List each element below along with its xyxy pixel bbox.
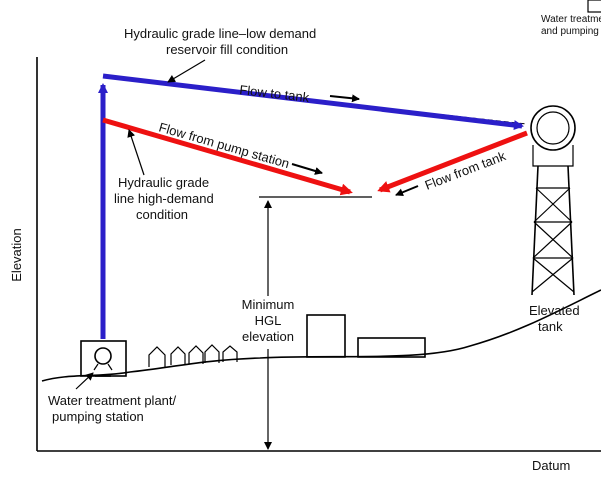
plant-pointer xyxy=(75,372,94,390)
hgl-low-label-line-2: reservoir fill condition xyxy=(166,42,288,57)
hgl-high-label-line-1: Hydraulic grade xyxy=(118,175,209,190)
flow-to-tank-label: Flow to tank xyxy=(239,82,311,105)
corner-note-line-1: Water treatme xyxy=(541,14,601,25)
hgl-high-label-line-3: condition xyxy=(136,207,188,222)
corner-box xyxy=(587,0,601,13)
hgl-high-demand-tank-line xyxy=(377,130,528,193)
low-building xyxy=(357,337,426,358)
treatment-plant xyxy=(80,340,127,377)
plant-label-line-1: Water treatment plant/ xyxy=(48,393,177,408)
ground-profile xyxy=(41,289,601,382)
corner-legend: Water treatme and pumping s xyxy=(541,0,601,37)
houses xyxy=(148,344,238,367)
hgl-high-pointer xyxy=(127,129,145,176)
min-hgl-label-line-3: elevation xyxy=(242,329,294,344)
flow-from-pump-arrow xyxy=(291,163,323,175)
min-hgl-label-line-1: Minimum xyxy=(242,297,295,312)
x-axis-label: Datum xyxy=(532,458,570,473)
hgl-low-demand-line xyxy=(102,73,524,131)
hgl-high-label-line-2: line high-demand xyxy=(114,191,214,206)
pump-icon xyxy=(94,347,112,365)
flow-to-tank-arrow xyxy=(329,94,360,103)
y-axis-label: Elevation xyxy=(9,228,24,281)
min-hgl-label-line-2: HGL xyxy=(255,313,282,328)
plant-label-line-2: pumping station xyxy=(52,409,144,424)
tank-label-line-1: Elevated xyxy=(529,303,580,318)
hgl-high-demand-pump-line xyxy=(102,117,353,196)
hgl-low-pointer xyxy=(167,59,206,83)
flow-from-pump-label: Flow from pump station xyxy=(157,119,291,171)
elevated-tank xyxy=(530,105,576,296)
tank-sphere xyxy=(530,105,576,151)
flow-from-tank-arrow xyxy=(395,185,419,197)
plant-building xyxy=(80,340,127,377)
hgl-low-label-line-1: Hydraulic grade line–low demand xyxy=(124,26,316,41)
corner-note-line-2: and pumping s xyxy=(541,26,601,37)
tank-label-line-2: tank xyxy=(538,319,563,334)
tall-building xyxy=(306,314,346,358)
